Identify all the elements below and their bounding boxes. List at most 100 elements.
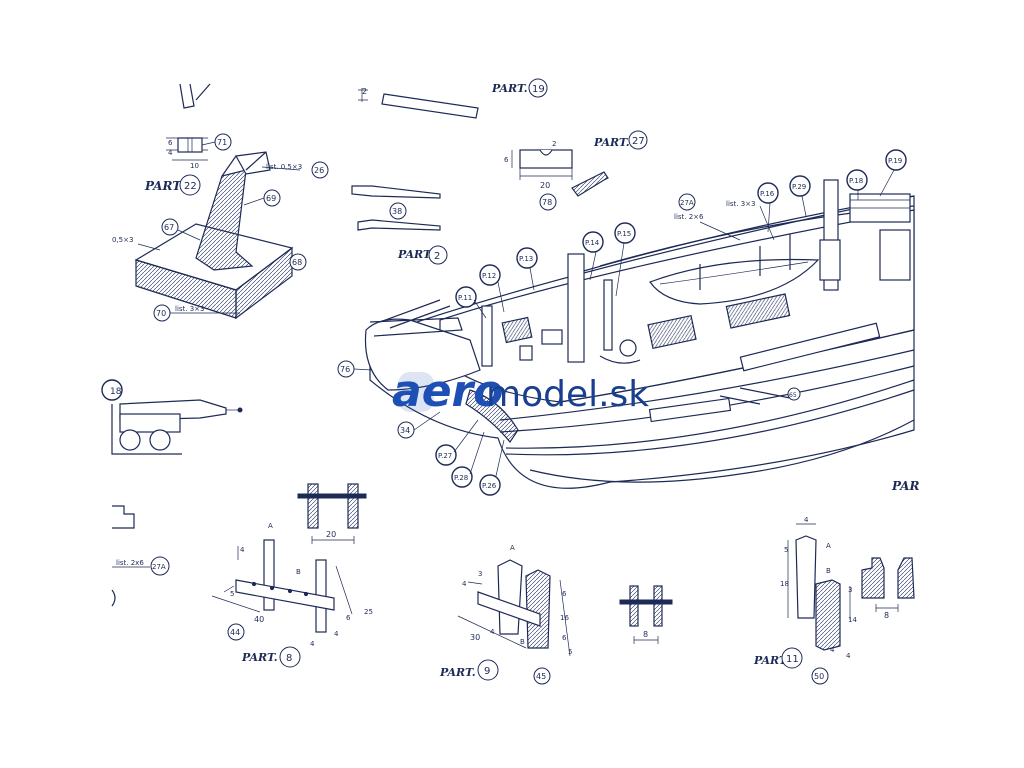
callout-38: 38 [392, 207, 402, 216]
callout-26: 26 [314, 166, 324, 175]
callout-45: 45 [536, 672, 546, 681]
svg-text:3: 3 [848, 586, 852, 594]
note-list2x6-low: list. 2x6 [116, 559, 144, 567]
note-list3x3-ship: list. 3×3 [726, 200, 756, 208]
part-19-strip: 2 PART. 19 [358, 78, 548, 119]
note-list05x3: list. 0,5×3 [266, 163, 302, 171]
svg-text:4: 4 [310, 640, 315, 648]
callout-70: 70 [156, 309, 166, 318]
svg-text:5: 5 [230, 590, 234, 598]
callout-p19: P.19 [888, 157, 902, 165]
svg-text:4: 4 [462, 580, 467, 588]
part-2-oars: 38 PART. 2 [351, 185, 448, 265]
part-8-label: PART. [241, 651, 278, 664]
svg-text:6: 6 [562, 590, 567, 598]
callout-76: 76 [340, 365, 350, 374]
callout-68: 68 [292, 258, 302, 267]
svg-text:10: 10 [190, 162, 199, 170]
svg-text:4: 4 [846, 652, 851, 660]
callout-p15: P.15 [617, 230, 631, 238]
callout-69: 69 [266, 194, 276, 203]
part-8-assembly: A B 4 5 40 25 6 4 4 44 PART. 8 [211, 522, 373, 668]
note-05x3-left: 0,5×3 [112, 236, 133, 244]
part-19-label: PART. [491, 82, 528, 95]
callout-p14: P.14 [585, 239, 600, 247]
svg-text:2: 2 [552, 140, 556, 148]
callout-p13: P.13 [519, 255, 533, 263]
watermark-brand-bold: aero [392, 366, 503, 417]
svg-text:16: 16 [560, 614, 569, 622]
svg-text:A: A [826, 542, 831, 550]
part-9-number: 9 [484, 666, 490, 677]
part-cut-label: PAR [891, 479, 919, 493]
svg-text:B: B [520, 638, 525, 646]
svg-text:6: 6 [504, 156, 509, 164]
part-11-number: 11 [786, 654, 799, 665]
part-27-number: 27 [632, 136, 645, 147]
callout-34: 34 [400, 426, 410, 435]
part-9-label: PART. [439, 666, 476, 679]
part-8-number: 8 [286, 653, 292, 664]
svg-text:5: 5 [784, 546, 788, 554]
part-27-label: PART. [593, 136, 630, 149]
svg-text:4: 4 [168, 149, 173, 157]
part-27-cleat: 6 20 2 PART. 27 78 [504, 130, 648, 211]
note-65: 65 [789, 392, 797, 399]
left-step-fragment: list. 2x6 27A [111, 505, 170, 607]
callout-44: 44 [230, 628, 240, 637]
svg-text:6: 6 [346, 614, 351, 622]
callout-50: 50 [814, 672, 824, 681]
svg-text:20: 20 [540, 181, 550, 190]
part-22-number: 22 [184, 181, 197, 192]
part-22-label: PART. [144, 179, 184, 193]
callout-78: 78 [542, 198, 552, 207]
note-list2x6: list. 2×6 [674, 213, 704, 221]
callout-p18: P.18 [849, 177, 863, 185]
svg-text:A: A [510, 544, 515, 552]
callout-p16: P.16 [760, 190, 775, 198]
part-19-circle [528, 78, 548, 98]
part-9-assembly: A B 3 4 30 4 6 16 6 5 PART. 9 45 [439, 544, 572, 685]
ship-callouts: P.11 P.12 P.13 P.14 P.15 P.16 P.29 P.18 … [337, 149, 919, 496]
left-cannon: 18 [101, 379, 243, 455]
bitt-elevation-20: 20 [297, 483, 367, 544]
note-list3x3: list. 3×3 [175, 305, 205, 313]
svg-text:30: 30 [470, 633, 480, 642]
callout-67: 67 [164, 223, 174, 232]
part-11-assembly: 4 A 5 18 B 3 14 4 4 PART. 11 50 8 [753, 516, 915, 685]
callout-p26: P.26 [482, 482, 497, 490]
svg-text:20: 20 [326, 530, 336, 539]
svg-text:40: 40 [254, 615, 264, 624]
svg-text:6: 6 [168, 139, 173, 147]
part-22-bitt: 6 4 10 71 PART. 22 list. 0,5×3 26 69 67 … [112, 133, 329, 322]
svg-text:3: 3 [478, 570, 482, 578]
watermark-logo: aero model.sk [392, 366, 649, 417]
callout-p27: P.27 [438, 452, 452, 460]
ship-hull-drawing: list. 2×6 list. 3×3 27A 65 [364, 179, 915, 489]
fragment-top-left [179, 83, 211, 109]
svg-text:18: 18 [780, 580, 789, 588]
svg-text:B: B [296, 568, 301, 576]
watermark-brand-rest: model.sk [486, 374, 649, 415]
svg-text:8: 8 [643, 630, 648, 639]
svg-text:A: A [268, 522, 273, 530]
svg-text:25: 25 [364, 608, 373, 616]
callout-p28: P.28 [454, 474, 468, 482]
callout-27a-low: 27A [152, 563, 166, 571]
callout-27a: 27A [680, 199, 694, 207]
callout-p11: P.11 [458, 294, 472, 302]
callout-p29: P.29 [792, 183, 806, 191]
callout-p12: P.12 [482, 272, 496, 280]
svg-text:8: 8 [884, 611, 889, 620]
part-19-number: 19 [532, 84, 545, 95]
callout-71: 71 [217, 138, 227, 147]
dim-2: 2 [362, 87, 367, 96]
part-2-label: PART. [397, 248, 434, 261]
svg-text:B: B [826, 567, 831, 575]
svg-text:4: 4 [490, 628, 495, 636]
bitt-elevation-8: 8 [619, 585, 673, 644]
svg-text:5: 5 [568, 648, 572, 656]
svg-text:14: 14 [848, 616, 857, 624]
part-2-number: 2 [434, 251, 440, 262]
callout-18: 18 [110, 387, 122, 397]
